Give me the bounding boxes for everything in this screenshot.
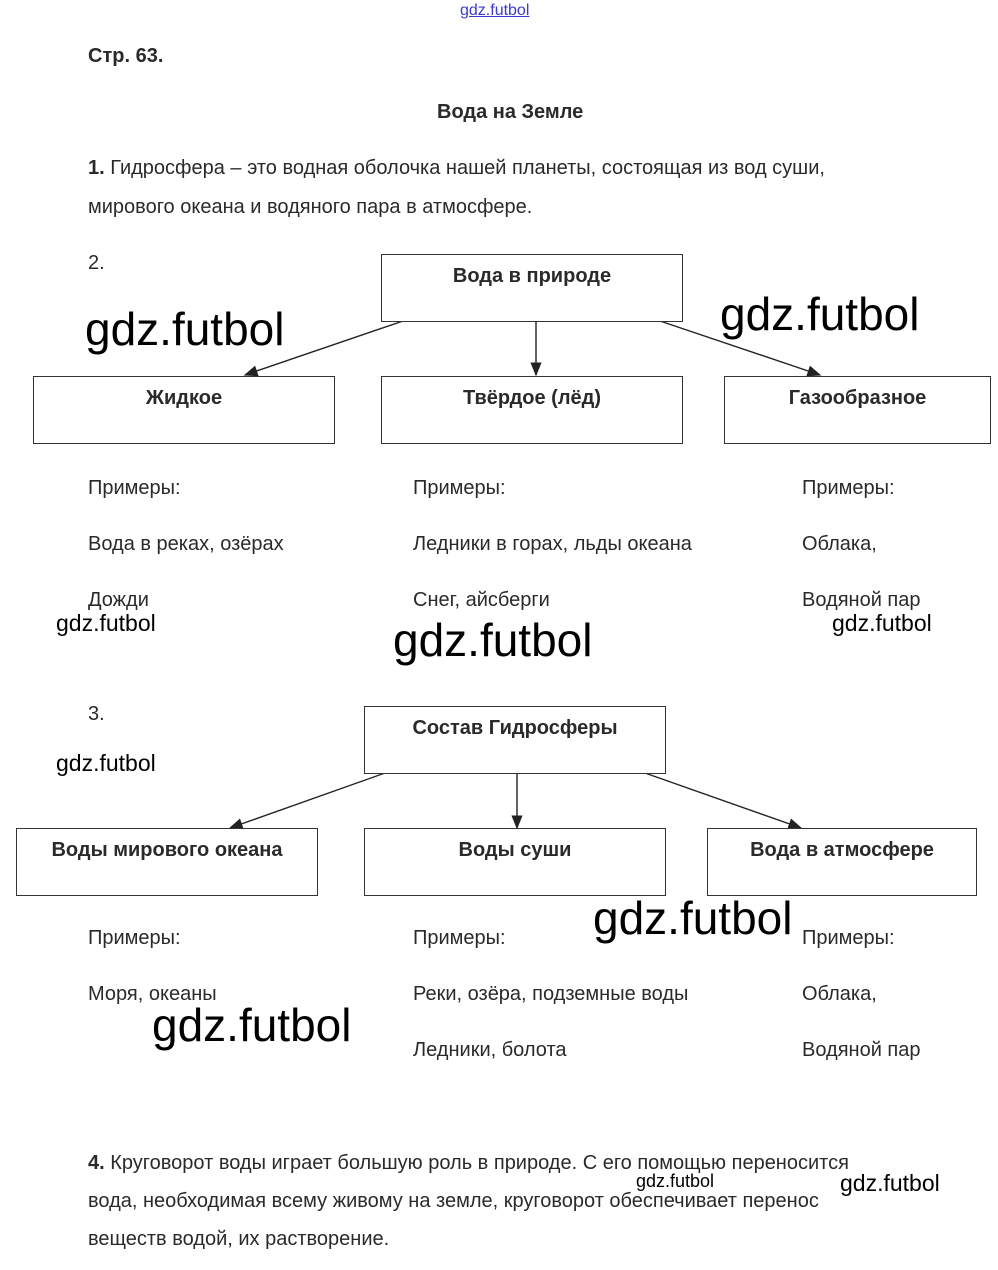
example-text: Примеры:: [802, 477, 895, 499]
example-text: Примеры:: [88, 927, 181, 949]
example-text: Водяной пар: [802, 1039, 921, 1061]
watermark: gdz.futbol: [152, 999, 352, 1051]
q4-text: Круговорот воды играет большую роль в пр…: [104, 1152, 849, 1174]
example-text: Примеры:: [413, 477, 506, 499]
watermark: gdz.futbol: [56, 750, 156, 776]
arrow-ocean: [228, 772, 386, 830]
box-label: Воды суши: [458, 839, 572, 861]
watermark: gdz.futbol: [85, 303, 285, 355]
watermark: gdz.futbol: [636, 1171, 715, 1191]
box-hydrosphere: Состав Гидросферы: [364, 706, 666, 774]
arrow-gas: [659, 320, 822, 377]
box-label: Воды мирового океана: [51, 839, 283, 861]
example-text: Примеры:: [802, 927, 895, 949]
q2-number: 2.: [88, 252, 105, 274]
watermark: gdz.futbol: [720, 288, 920, 340]
q4-line1: 4. Круговорот воды играет большую роль в…: [88, 1151, 849, 1175]
example-text: Дожди: [88, 589, 149, 611]
q3-number: 3.: [88, 703, 105, 725]
example-text: Облака,: [802, 983, 877, 1005]
page-title: Вода на Земле: [437, 101, 584, 123]
page-label: Стр. 63.: [88, 45, 164, 67]
q1-text: Гидросфера – это водная оболочка нашей п…: [104, 157, 825, 179]
q4-line3: веществ водой, их растворение.: [88, 1228, 390, 1250]
box-label: Вода в природе: [452, 265, 612, 287]
box-label: Газообразное: [788, 387, 927, 409]
example-text: Снег, айсберги: [413, 589, 550, 611]
box-water-in-nature: Вода в природе: [381, 254, 683, 322]
box-atmosphere: Вода в атмосфере: [707, 828, 977, 896]
example-text: Примеры:: [413, 927, 506, 949]
example-text: Водяной пар: [802, 589, 921, 611]
box-gas: Газообразное: [724, 376, 991, 444]
q1-line2: мирового океана и водяного пара в атмосф…: [88, 196, 533, 218]
example-text: Ледники в горах, льды океана: [413, 533, 692, 555]
arrow-atmo: [644, 772, 803, 830]
watermark: gdz.futbol: [832, 610, 932, 636]
example-text: Ледники, болота: [413, 1039, 567, 1061]
example-text: Примеры:: [88, 477, 181, 499]
example-text: Облака,: [802, 533, 877, 555]
watermark: gdz.futbol: [840, 1170, 940, 1196]
example-text: Реки, озёра, подземные воды: [413, 983, 689, 1005]
box-label: Состав Гидросферы: [412, 717, 618, 739]
box-liquid: Жидкое: [33, 376, 335, 444]
box-land: Воды суши: [364, 828, 666, 896]
q1-line1: 1. Гидросфера – это водная оболочка наше…: [88, 156, 825, 180]
example-text: Вода в реках, озёрах: [88, 533, 284, 555]
box-ocean: Воды мирового океана: [16, 828, 318, 896]
example-text: Моря, океаны: [88, 983, 217, 1005]
watermark: gdz.futbol: [393, 614, 593, 666]
box-label: Твёрдое (лёд): [462, 387, 602, 409]
box-label: Жидкое: [145, 387, 223, 409]
q1-number: 1.: [88, 157, 105, 179]
box-label: Вода в атмосфере: [750, 839, 934, 861]
q4-number: 4.: [88, 1152, 105, 1174]
watermark: gdz.futbol: [56, 610, 156, 636]
watermark: gdz.futbol: [593, 892, 793, 944]
q4-line2: вода, необходимая всему живому на земле,…: [88, 1190, 819, 1212]
arrow-liquid: [243, 320, 404, 377]
box-solid: Твёрдое (лёд): [381, 376, 683, 444]
header-site-link[interactable]: gdz.futbol: [460, 2, 530, 19]
